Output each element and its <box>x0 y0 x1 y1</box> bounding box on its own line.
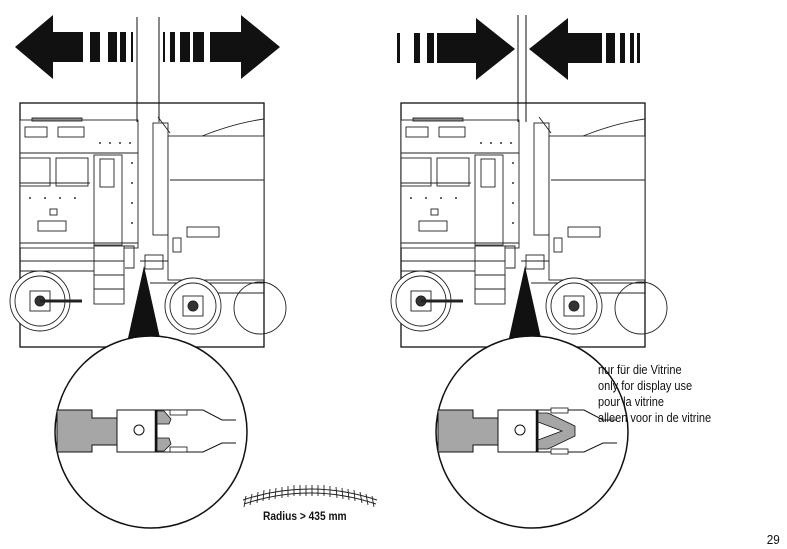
arrow-left-icon <box>15 15 133 79</box>
locomotive-drawing <box>389 101 669 349</box>
left-panel-separate <box>8 15 288 529</box>
arrow-right-icon <box>163 15 280 79</box>
coupling-detail-closed <box>435 335 629 529</box>
right-panel-coupled <box>389 15 669 529</box>
note-line-nl: alleen voor in de vitrine <box>598 411 712 425</box>
note-line-en: only for display use <box>598 379 693 393</box>
locomotive-drawing <box>8 101 288 349</box>
coupling-detail-open <box>54 335 248 529</box>
note-line-fr: pour la vitrine <box>598 395 665 409</box>
radius-label: Radius > 435 mm <box>263 509 347 523</box>
arrow-push-right-icon <box>397 18 515 80</box>
curved-track-icon <box>242 485 378 508</box>
display-use-note: nur für die Vitrine only for display use… <box>598 362 711 426</box>
note-line-de: nur für die Vitrine <box>598 363 682 377</box>
arrow-push-left-icon <box>529 18 640 80</box>
page-number: 29 <box>766 532 780 547</box>
